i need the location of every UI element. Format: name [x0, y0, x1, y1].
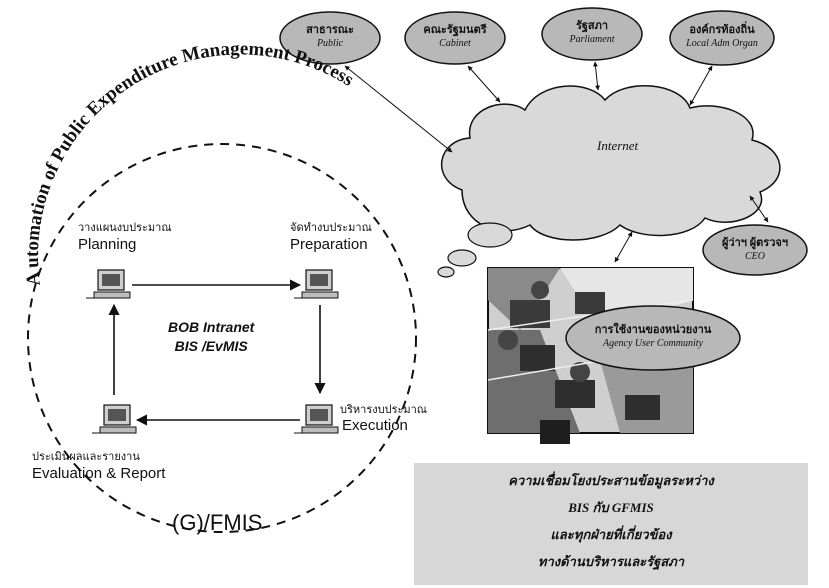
intranet-label: BOB Intranet BIS /EvMIS: [168, 319, 255, 354]
computer-icon: [294, 269, 339, 299]
note-line: ทางด้านบริหารและรัฐสภา: [537, 554, 685, 569]
oval-parliament: [541, 7, 643, 61]
internet-cloud: [437, 84, 781, 278]
note-line: BIS กับ GFMIS: [568, 500, 654, 515]
execution-label: Execution: [342, 417, 408, 434]
planning-label: Planning: [78, 236, 137, 253]
integration-note: ความเชื่อมโยงประสานข้อมูลระหว่าง BIS กับ…: [414, 463, 808, 585]
note-line: ความเชื่อมโยงประสานข้อมูลระหว่าง: [508, 473, 714, 488]
execution-label-thai: บริหารงบประมาณ: [340, 404, 428, 416]
fmis-label: (G)/FMIS: [172, 510, 263, 535]
evaluation-label-thai: ประเมินผลและรายงาน: [32, 451, 140, 463]
planning-label-thai: วางแผนงบประมาณ: [78, 222, 172, 234]
computer-icon: [92, 404, 137, 434]
preparation-label-thai: จัดทำงบประมาณ: [290, 222, 372, 234]
preparation-label: Preparation: [290, 236, 368, 253]
oval-ceo: [702, 224, 808, 276]
note-line: และทุกฝ่ายที่เกี่ยวข้อง: [550, 527, 672, 542]
oval-agency: [565, 305, 741, 371]
oval-public: [279, 11, 381, 65]
evaluation-label: Evaluation & Report: [32, 465, 166, 482]
oval-label-cabinet: คณะรัฐมนตรีCabinet: [423, 24, 487, 49]
oval-local-admin: [669, 10, 775, 66]
internet-label: Internet: [596, 138, 639, 153]
oval-cabinet: [404, 11, 506, 65]
computer-icon: [86, 269, 131, 299]
process-circle: [27, 143, 417, 533]
computer-icon: [294, 404, 339, 434]
